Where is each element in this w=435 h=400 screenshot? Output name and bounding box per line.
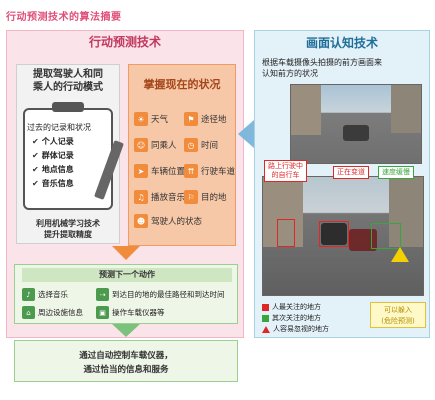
legend-item-most-attention: 人最关注的地方 bbox=[262, 302, 321, 312]
clock-icon: ◷ bbox=[184, 138, 198, 152]
emotion-icon: ☻ bbox=[134, 214, 148, 228]
predict-item-nearby: ⌂周边设施信息 bbox=[22, 306, 83, 319]
situation-item-destination: ⚐目的地 bbox=[184, 190, 227, 204]
record-item: ✔地点信息 bbox=[32, 165, 74, 174]
arrow-left-icon bbox=[238, 120, 254, 148]
extract-title-line2: 乘人的行动模式 bbox=[33, 82, 103, 93]
predict-item-music: ♪选择音乐 bbox=[22, 288, 68, 301]
red-square-icon bbox=[262, 303, 269, 311]
waypoint-icon: ⚑ bbox=[184, 112, 198, 126]
situation-item-lane: ⇈行驶车道 bbox=[184, 164, 235, 178]
situation-item-time: ◷时间 bbox=[184, 138, 218, 152]
predict-item-route: ⇢到达目的地的最佳路径和到达时间 bbox=[96, 288, 225, 301]
situation-item-driver-state: ☻驾驶人的状态 bbox=[134, 214, 202, 228]
bicycle-highlight-box bbox=[277, 219, 295, 247]
image-recognition-description: 根据车载摄像头拍摄的前方画面来 认知前方的状况 bbox=[262, 58, 382, 78]
danger-prediction-callout: 可以躲入 (危险预测) bbox=[370, 302, 426, 328]
machine-learning-note: 利用机械学习技术 提升提取精度 bbox=[36, 219, 100, 239]
annotated-road-photo bbox=[262, 176, 424, 296]
situation-item-waypoint: ⚑途径地 bbox=[184, 112, 227, 126]
record-item: ✔群体记录 bbox=[32, 151, 74, 160]
clipboard-clip-icon bbox=[52, 102, 84, 112]
extract-title-line1: 提取驾驶人和同 bbox=[33, 69, 103, 80]
predict-item-operation: ▣操作车载仪器等 bbox=[96, 306, 165, 319]
passenger-icon: ☺ bbox=[134, 138, 148, 152]
pattern-extraction-title: 提取驾驶人和同 乘人的行动模式 bbox=[16, 68, 120, 94]
page-title: 行动预测技术的算法摘要 bbox=[6, 12, 122, 23]
situation-item-passenger: ☺同乘人 bbox=[134, 138, 177, 152]
check-icon: ✔ bbox=[32, 137, 39, 146]
image-recognition-header: 画面认知技术 bbox=[305, 36, 378, 50]
nearby-icon: ⌂ bbox=[22, 306, 35, 319]
route-icon: ⇢ bbox=[96, 288, 109, 301]
green-square-icon bbox=[262, 314, 269, 322]
check-icon: ✔ bbox=[32, 165, 39, 174]
check-icon: ✔ bbox=[32, 179, 39, 188]
warning-triangle-icon bbox=[391, 247, 409, 262]
slow-down-tag: 速度缓慢 bbox=[378, 166, 414, 179]
situation-item-car-position: ➤车辆位置 bbox=[134, 164, 185, 178]
arrow-down-icon bbox=[112, 324, 140, 337]
music-icon: ♫ bbox=[134, 190, 148, 204]
predict-next-action-header: 预测下一个动作 bbox=[22, 268, 232, 282]
weather-icon: ☀ bbox=[134, 112, 148, 126]
destination-icon: ⚐ bbox=[184, 190, 198, 204]
record-item: ✔个人记录 bbox=[32, 137, 74, 146]
check-icon: ✔ bbox=[32, 151, 39, 160]
behavior-prediction-header: 行动预测技术 bbox=[88, 35, 161, 49]
front-camera-photo bbox=[290, 84, 422, 164]
legend-item-overlooked: 人容易忽视的地方 bbox=[262, 324, 329, 334]
service-text: 通过自动控制车载仪器， 通过恰当的信息和服务 bbox=[79, 351, 173, 375]
service-box bbox=[14, 340, 238, 382]
situation-item-music: ♫播放音乐 bbox=[134, 190, 185, 204]
car-position-icon: ➤ bbox=[134, 164, 148, 178]
lane-change-highlight-box bbox=[319, 221, 349, 247]
warning-triangle-icon bbox=[262, 325, 270, 333]
bicycle-tag: 路上行驶中 的自行车 bbox=[264, 160, 307, 182]
operation-icon: ▣ bbox=[96, 306, 109, 319]
lane-change-tag: 正在变道 bbox=[333, 166, 369, 179]
situation-item-weather: ☀天气 bbox=[134, 112, 168, 126]
music-select-icon: ♪ bbox=[22, 288, 35, 301]
arrow-down-icon bbox=[112, 246, 140, 260]
lane-icon: ⇈ bbox=[184, 164, 198, 178]
clipboard-heading: 过去的记录和状况 bbox=[27, 123, 91, 132]
current-situation-title: 掌握现在的状况 bbox=[143, 78, 221, 91]
legend-item-second-attention: 其次关注的地方 bbox=[262, 313, 321, 323]
slow-car-highlight-box bbox=[371, 223, 401, 249]
record-item: ✔音乐信息 bbox=[32, 179, 74, 188]
